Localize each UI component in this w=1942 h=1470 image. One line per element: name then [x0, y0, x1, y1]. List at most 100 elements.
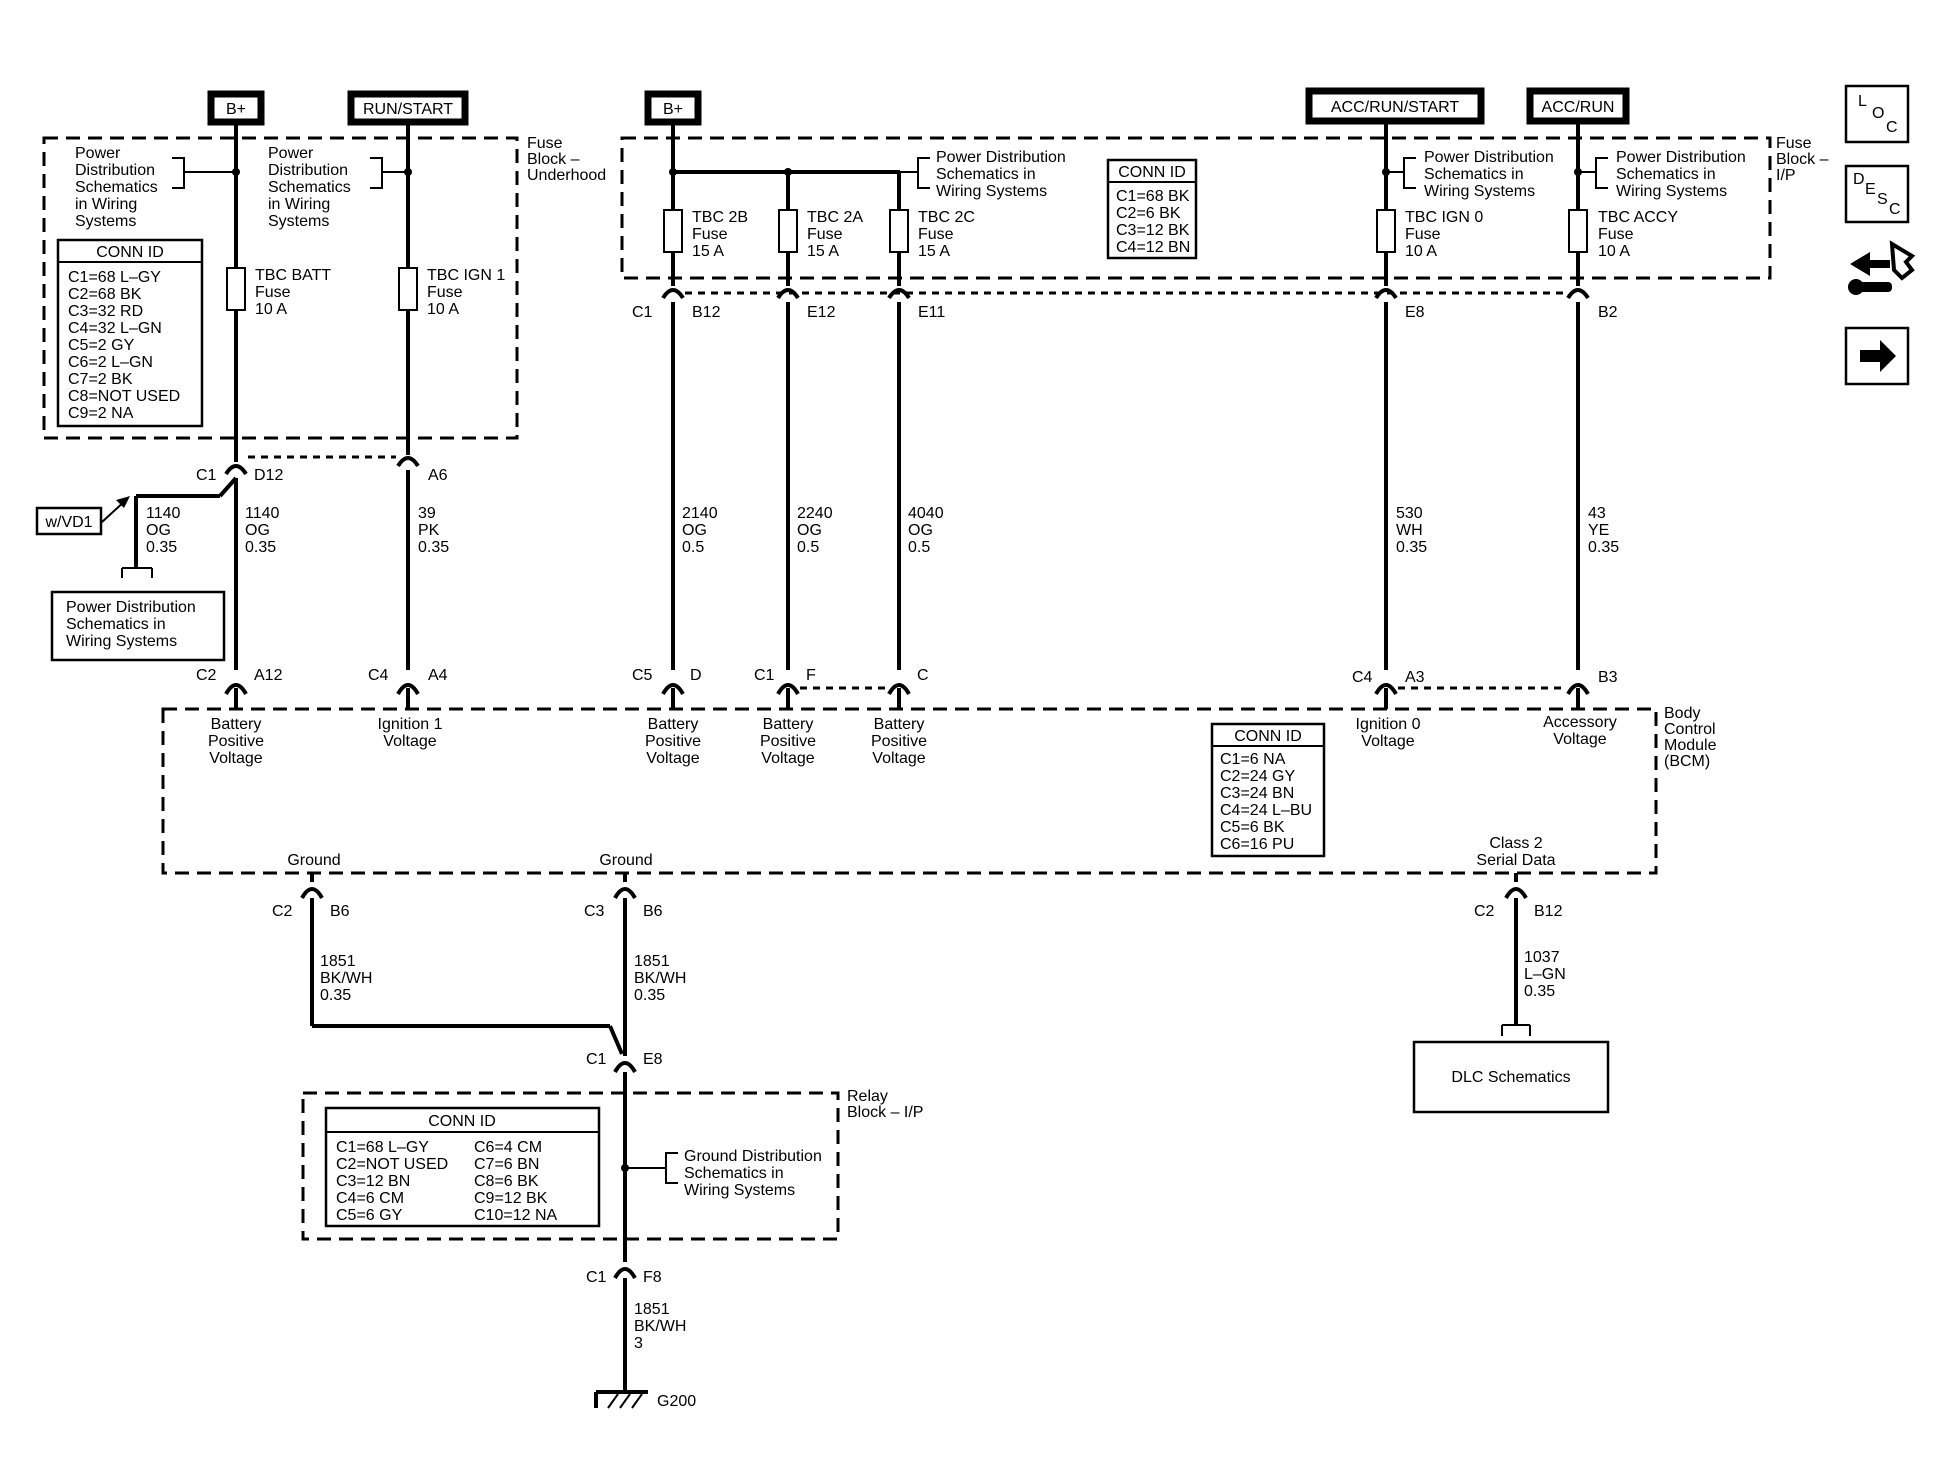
svg-text:C5: C5 [632, 667, 653, 684]
conn-id-bcm: CONN ID C1=6 NA C2=24 GY C3=24 BN C4=24 … [1210, 722, 1326, 858]
relay-block-ip-outline [301, 1091, 840, 1241]
svg-text:RUN/START: RUN/START [363, 101, 453, 118]
svg-text:C: C [1886, 119, 1898, 136]
svg-text:F: F [806, 667, 816, 684]
svg-text:F8: F8 [643, 1269, 662, 1286]
fuse-block-ip-title: Fuse Block – I/P [1776, 135, 1833, 184]
svg-text:L: L [1858, 93, 1867, 110]
conn-id-ip: CONN ID C1=68 BK C2=6 BK C3=12 BK C4=12 … [1106, 158, 1198, 260]
svg-text:E12: E12 [807, 304, 836, 321]
svg-text:C2: C2 [196, 667, 217, 684]
svg-text:E8: E8 [1405, 304, 1425, 321]
svg-text:C1: C1 [586, 1051, 607, 1068]
svg-text:A4: A4 [428, 667, 448, 684]
ref-ground-distribution: Ground Distribution Schematics in Wiring… [684, 1148, 826, 1199]
desc-button[interactable]: D E S C [1844, 164, 1910, 224]
svg-text:C3: C3 [584, 903, 605, 920]
bcm-pin-ground-2: Ground [599, 852, 652, 869]
svg-text:B6: B6 [330, 903, 350, 920]
svg-text:A12: A12 [254, 667, 283, 684]
fuse-block-underhood-outline [42, 136, 519, 440]
source-bplus-1: B+ [207, 90, 265, 126]
svg-text:C1=68 BK C2=6 BK C: C1=68 BK C2=6 BK C3=12 BK C4=12 BN [1116, 188, 1194, 256]
ref-power-distribution-ign1: Power Distribution Schematics in Wiring … [268, 145, 355, 230]
svg-text:C: C [1889, 201, 1901, 218]
svg-text:O: O [1872, 105, 1884, 122]
source-acc-run-start: ACC/RUN/START [1305, 87, 1485, 125]
svg-text:C4: C4 [368, 667, 389, 684]
connector-labels-bcm: C2 A12 C4 A4 C5 D C1 F C C4 A3 B3 [196, 667, 1618, 686]
connector-cups-top [224, 288, 1590, 476]
ref-power-distribution-ign0: Power Distribution Schematics in Wiring … [1424, 149, 1558, 200]
svg-text:CONN ID: CONN ID [1118, 164, 1186, 181]
svg-text:CONN ID: CONN ID [1234, 728, 1302, 745]
source-bplus-2: B+ [644, 90, 702, 126]
svg-text:C1=68 L–GY C2=68 BK: C1=68 L–GY C2=68 BK C3=32 RD C4=32 L–GN … [68, 269, 185, 422]
bcm-outline [161, 707, 1658, 875]
loc-button[interactable]: L O C [1844, 84, 1910, 144]
svg-text:C1: C1 [196, 467, 217, 484]
connector-tools-icon[interactable] [1848, 240, 1916, 295]
svg-text:C1=68 L–GY C2=NOT USED: C1=68 L–GY C2=NOT USED C3=12 BN C4=6 CM … [336, 1139, 453, 1224]
source-run-start: RUN/START [347, 90, 469, 126]
svg-text:A6: A6 [428, 467, 448, 484]
fuse-block-underhood-title: Fuse Block – Underhood [527, 135, 606, 184]
svg-text:B2: B2 [1598, 304, 1618, 321]
bcm-pin-ground-1: Ground [287, 852, 340, 869]
svg-text:B+: B+ [663, 101, 683, 118]
next-page-button[interactable] [1844, 326, 1910, 386]
bcm-title: Body Control Module (BCM) [1664, 705, 1721, 770]
option-vd1-badge: w/VD1 [35, 506, 103, 536]
connector-labels-upper: C1 D12 A6 C1 B12 E12 E11 E8 B2 [196, 304, 1618, 484]
svg-text:w/VD1: w/VD1 [44, 514, 92, 531]
svg-text:E11: E11 [918, 304, 945, 321]
connector-cups-bcm [224, 683, 1590, 696]
svg-text:C1: C1 [586, 1269, 607, 1286]
svg-text:B12: B12 [692, 304, 721, 321]
svg-text:B12: B12 [1534, 903, 1563, 920]
svg-text:D12: D12 [254, 467, 283, 484]
ref-power-distribution-batt: Power Distribution Schematics in Wiring … [75, 145, 162, 230]
svg-text:C: C [917, 667, 929, 684]
svg-text:B6: B6 [643, 903, 663, 920]
svg-text:DLC Schematics: DLC Schematics [1451, 1069, 1570, 1086]
ground-g200-label: G200 [657, 1393, 696, 1410]
svg-text:E: E [1865, 181, 1876, 198]
svg-text:C1: C1 [632, 304, 653, 321]
svg-text:C4: C4 [1352, 669, 1373, 686]
svg-text:C1: C1 [754, 667, 775, 684]
svg-text:C2: C2 [272, 903, 293, 920]
ref-power-distribution-vd1[interactable]: Power Distribution Schematics in Wiring … [50, 590, 226, 662]
svg-text:CONN ID: CONN ID [96, 244, 164, 261]
source-acc-run: ACC/RUN [1526, 87, 1630, 125]
relay-block-ip-title: Relay Block – I/P [847, 1088, 923, 1121]
svg-text:ACC/RUN/START: ACC/RUN/START [1331, 99, 1460, 116]
ref-power-distribution-ip-bus: Power Distribution Schematics in Wiring … [936, 149, 1070, 200]
ref-dlc-schematics[interactable]: DLC Schematics [1412, 1040, 1610, 1114]
svg-text:D: D [1853, 171, 1865, 188]
svg-text:C6=4 CM C7=6 BN C8: C6=4 CM C7=6 BN C8=6 BK C9=12 BK C10=12 … [474, 1139, 557, 1224]
